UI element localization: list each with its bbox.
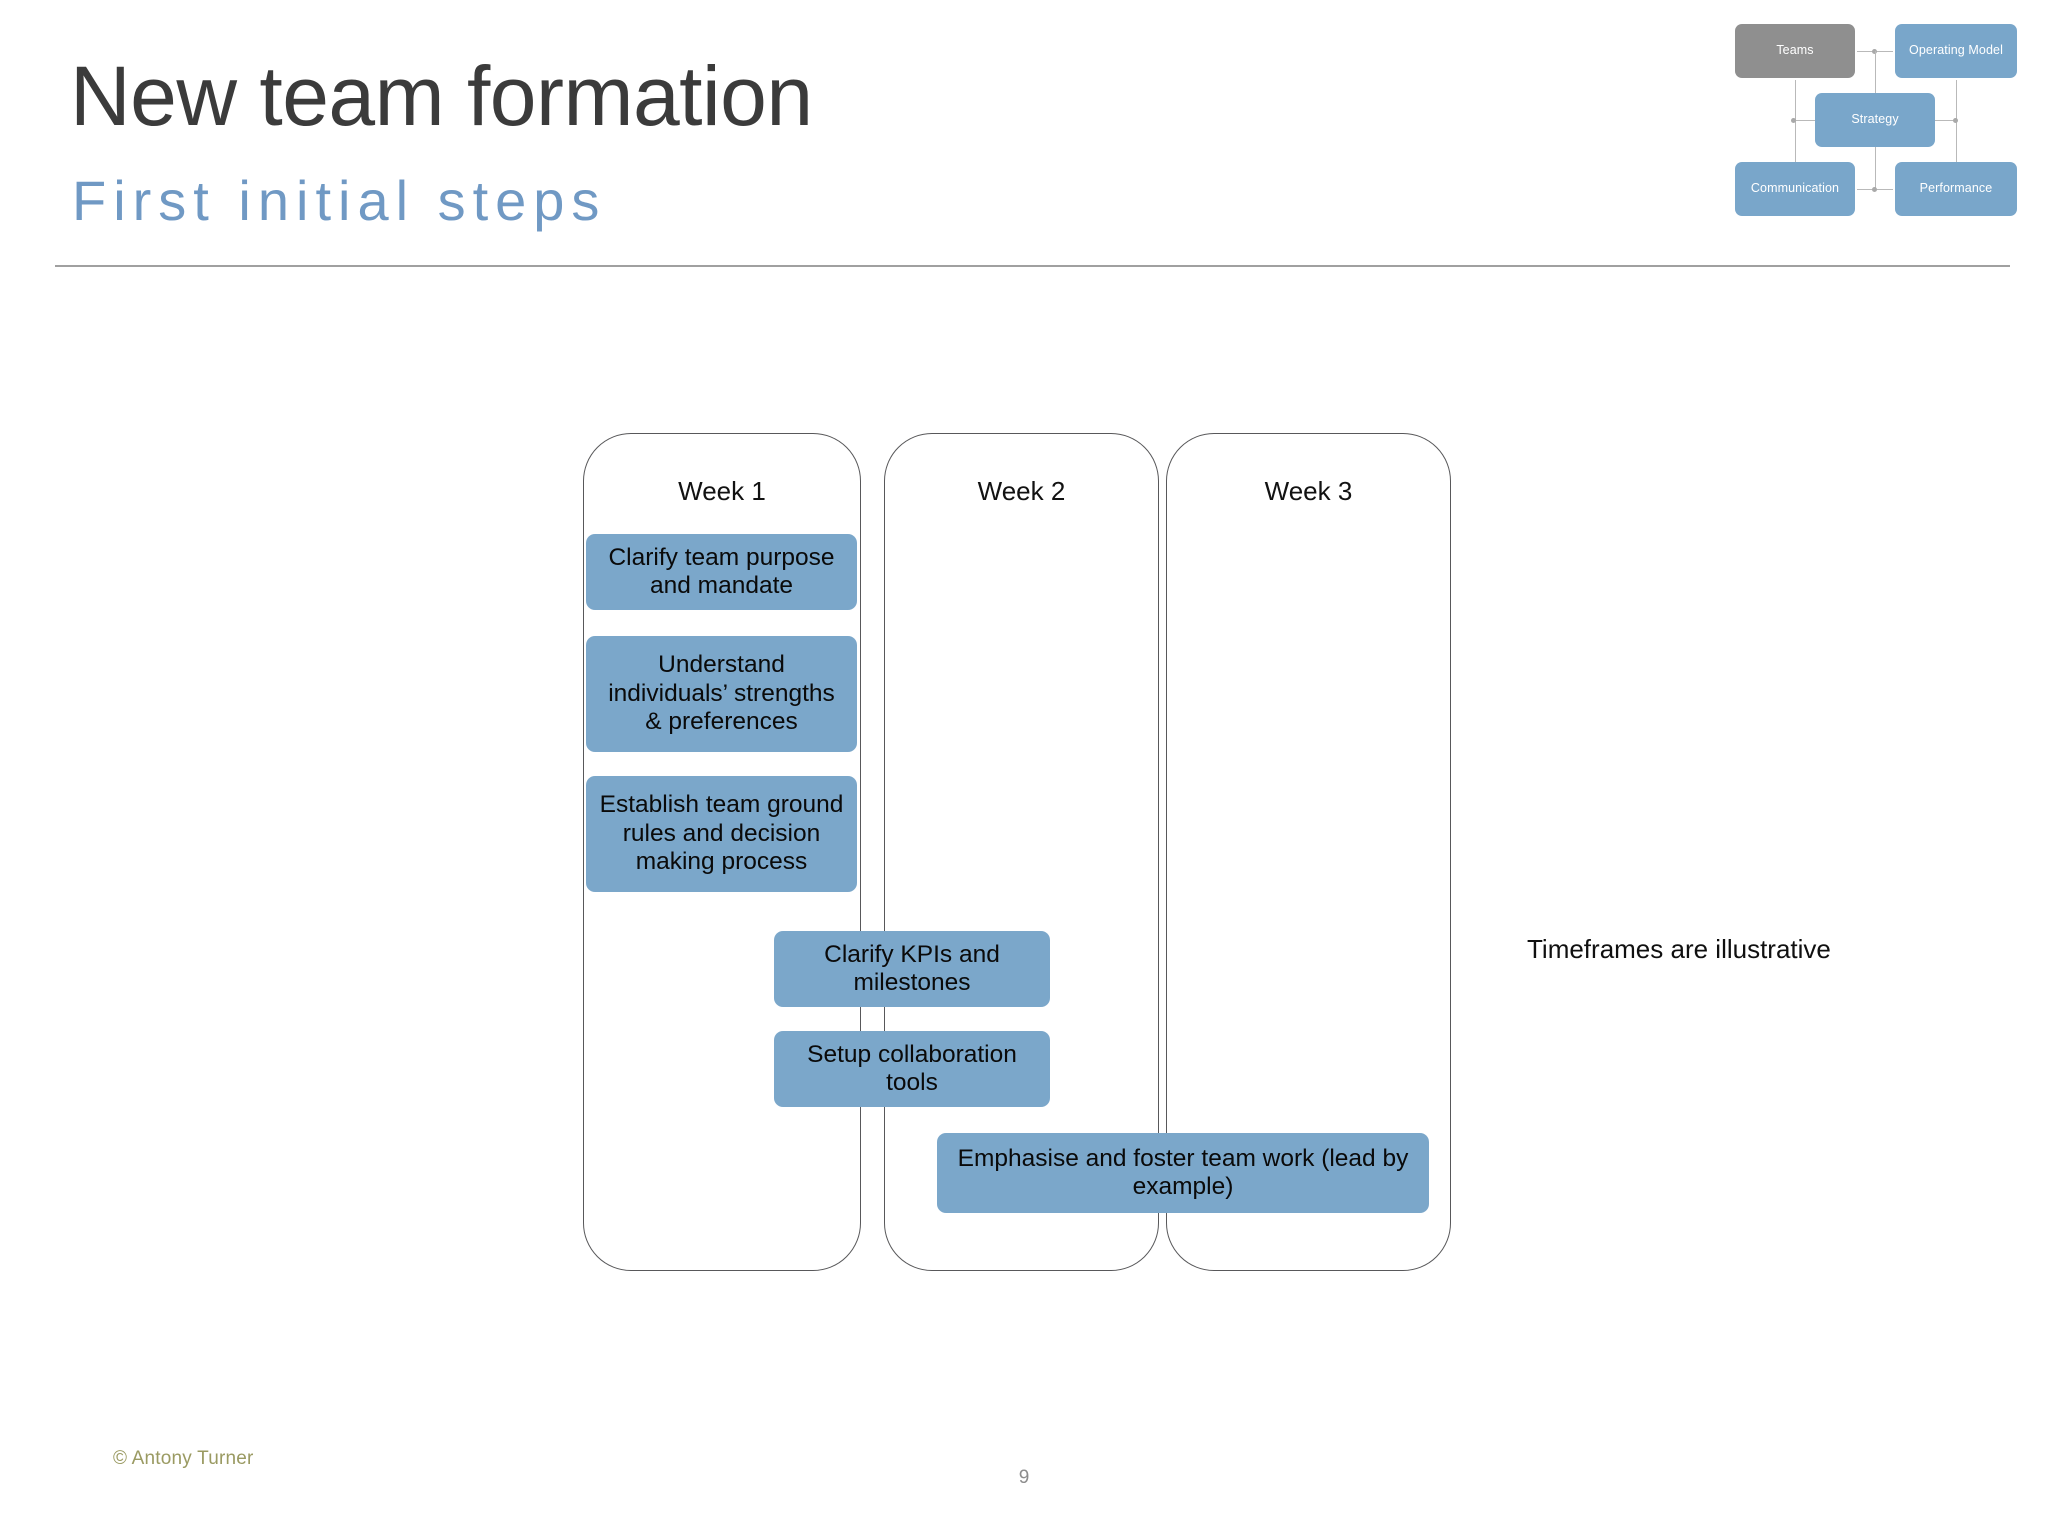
week-label-1: Week 1 [678,476,766,506]
page-title: New team formation [70,49,813,143]
logo-box-communication: Communication [1735,162,1855,216]
task-box-emphasise-team-work[interactable]: Emphasise and foster team work (lead by … [937,1133,1429,1213]
logo-connector-dot-top [1872,49,1877,54]
task-box-understand-individuals-strengths[interactable]: Understand individuals’ strengths & pref… [586,636,857,752]
logo-connector-dot-right [1953,118,1958,123]
operating-model-logo-diagram: Teams Operating Model Strategy Communica… [1735,24,2017,229]
logo-box-teams: Teams [1735,24,1855,78]
logo-connector-dot-left [1791,118,1796,123]
week-label-2: Week 2 [977,476,1066,506]
task-box-clarify-team-purpose[interactable]: Clarify team purpose and mandate [586,534,857,610]
footer-page-number: 9 [1018,1467,1030,1488]
note-timeframes-illustrative: Timeframes are illustrative [1527,934,1831,964]
logo-connector-strategy-bottom [1875,147,1876,189]
logo-connector-right-strategy [1935,120,1957,121]
task-box-establish-ground-rules[interactable]: Establish team ground rules and decision… [586,776,857,892]
logo-box-performance: Performance [1895,162,2017,216]
footer-copyright: © Antony Turner [113,1448,254,1469]
logo-connector-dot-bottom [1872,187,1877,192]
week-label-3: Week 3 [1264,476,1353,506]
header-divider [55,265,2010,267]
task-box-setup-collaboration-tools[interactable]: Setup collaboration tools [774,1031,1050,1107]
logo-connector-top-strategy [1875,51,1876,93]
week-column-2: Week 2 [884,433,1159,1271]
logo-box-operating-model: Operating Model [1895,24,2017,78]
week-column-3: Week 3 [1166,433,1451,1271]
page-subtitle: First initial steps [72,169,607,232]
logo-connector-left-strategy [1795,120,1817,121]
task-box-clarify-kpis[interactable]: Clarify KPIs and milestones [774,931,1050,1007]
logo-box-strategy: Strategy [1815,93,1935,147]
